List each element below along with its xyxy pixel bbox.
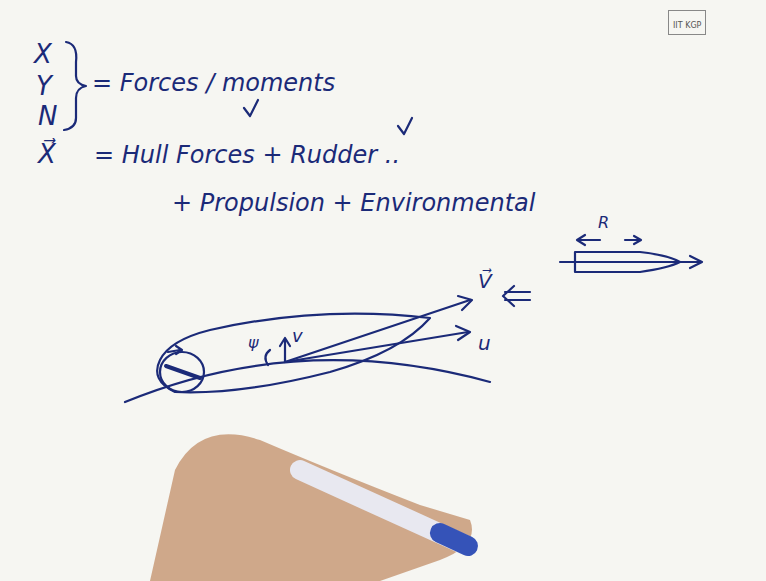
moment-symbol: N	[38, 102, 57, 131]
brace	[64, 42, 86, 130]
force-symbol: X	[34, 40, 52, 69]
small-ship	[560, 235, 702, 272]
sway-vector	[284, 340, 286, 362]
ship-hull	[157, 314, 430, 393]
double-arrow	[503, 286, 530, 306]
check-mark	[244, 100, 258, 116]
velocity-label: V⃗	[478, 270, 492, 292]
drift-angle-arc	[265, 350, 270, 365]
logo-box: IIT KGP	[668, 10, 706, 35]
surge-axis	[285, 332, 468, 362]
force-symbol: Y	[36, 72, 52, 101]
velocity-label: u	[478, 332, 491, 354]
vector-symbol: X⃗	[38, 140, 56, 169]
check-mark	[398, 118, 412, 134]
velocity-vector	[285, 300, 470, 362]
logo-text: IIT KGP	[673, 21, 701, 30]
definition-text: = Forces / moments	[92, 70, 335, 96]
velocity-label: v	[292, 326, 303, 346]
trajectory-curve	[125, 360, 490, 402]
equation-text: + Propulsion + Environmental	[172, 190, 535, 216]
angle-label: ψ	[248, 334, 259, 352]
equation-text: = Hull Forces + Rudder ..	[94, 142, 400, 168]
hand	[150, 434, 472, 581]
resistance-label: R	[598, 214, 609, 232]
